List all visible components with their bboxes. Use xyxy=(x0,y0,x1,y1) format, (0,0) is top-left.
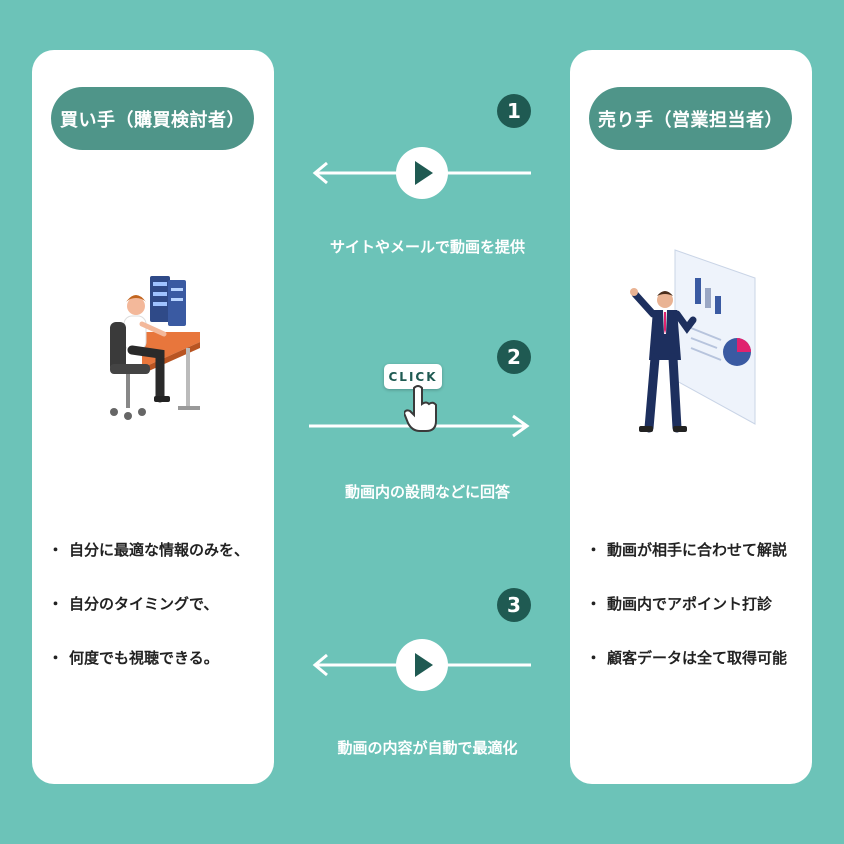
seller-points: ・動画が相手に合わせて解説 ・動画内でアポイント打診 ・顧客データは全て取得可能 xyxy=(586,540,787,702)
step-1-arrow xyxy=(312,147,531,199)
seller-title: 売り手（営業担当者） xyxy=(589,87,792,150)
click-button: CLICK xyxy=(384,364,442,389)
list-item: ・自分のタイミングで、 xyxy=(48,595,219,613)
play-icon xyxy=(415,653,433,677)
list-item: ・何度でも視聴できる。 xyxy=(48,649,219,667)
step-2-caption: 動画内の設問などに回答 xyxy=(344,483,510,501)
buyer-points: ・自分に最適な情報のみを、 ・自分のタイミングで、 ・何度でも視聴できる。 xyxy=(48,540,249,702)
list-item: ・動画が相手に合わせて解説 xyxy=(586,541,788,559)
play-icon xyxy=(415,161,433,185)
list-item: ・顧客データは全て取得可能 xyxy=(586,649,788,667)
seller-illustration xyxy=(630,249,756,433)
step-3-arrow xyxy=(312,639,531,691)
seller-card: 売り手（営業担当者） ・動画が相手に合わせて解説 ・動画内でアポイント打診 ・顧… xyxy=(570,50,812,784)
step-1-badge: 1 xyxy=(497,94,531,128)
buyer-card: 買い手（購買検討者） ・自分に最適な情報のみを、 ・自分のタイミングで、 ・何度… xyxy=(32,50,274,784)
buyer-title: 買い手（購買検討者） xyxy=(51,87,254,150)
pointing-hand-icon xyxy=(404,385,437,432)
step-1-caption: サイトやメールで動画を提供 xyxy=(329,238,525,256)
buyer-illustration xyxy=(110,276,200,420)
list-item: ・自分に最適な情報のみを、 xyxy=(48,541,250,559)
step-2-badge: 2 xyxy=(497,340,531,374)
list-item: ・動画内でアポイント打診 xyxy=(586,595,773,613)
step-3-caption: 動画の内容が自動で最適化 xyxy=(337,739,518,757)
step-3-badge: 3 xyxy=(497,588,531,622)
